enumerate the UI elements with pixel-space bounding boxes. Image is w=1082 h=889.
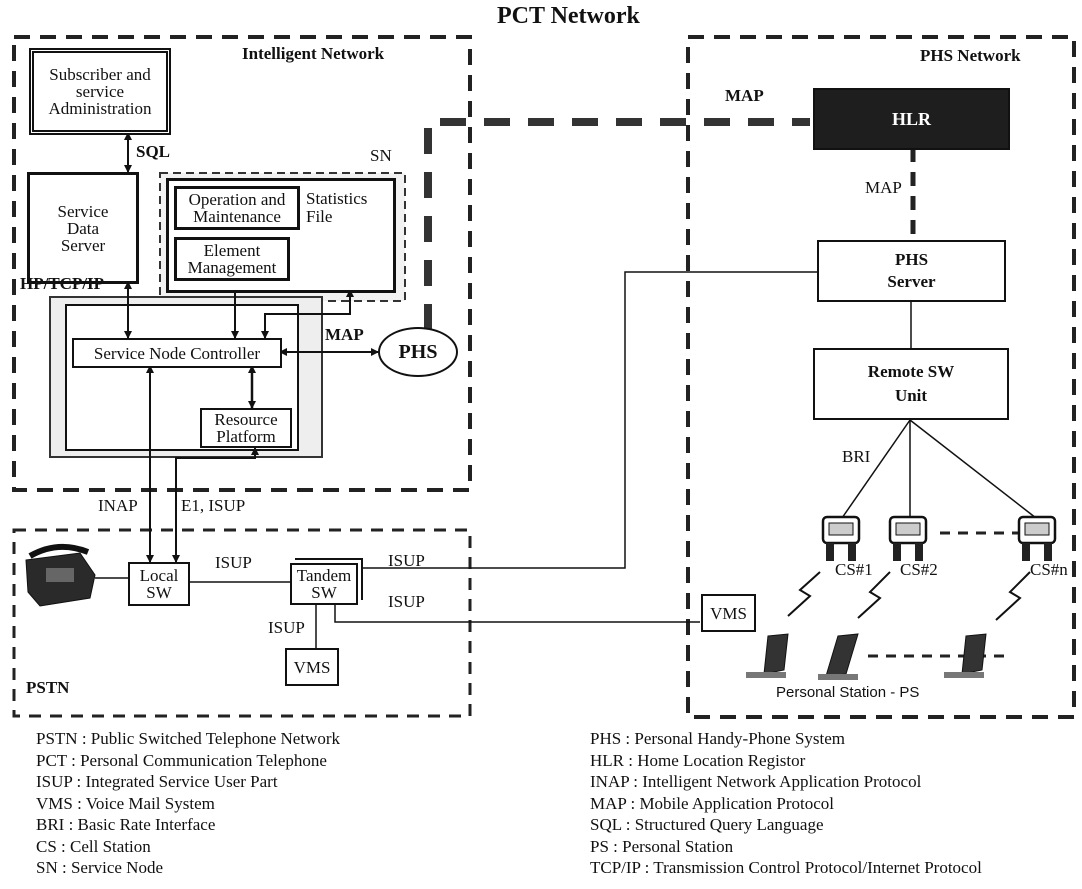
phs-node: PHS <box>378 327 458 377</box>
isup-tandem-down-label: ISUP <box>268 618 305 637</box>
cell-station-icon-n <box>1017 515 1057 561</box>
phs-network-boundary <box>686 35 1076 719</box>
cs1-label: CS#1 <box>835 560 873 579</box>
tandem-sw-box: Tandem SW <box>290 563 358 605</box>
legend-item: PHS : Personal Handy-Phone System <box>590 729 845 748</box>
sql-link-label: SQL <box>136 142 171 161</box>
isup-tandem-vms-label: ISUP <box>388 592 425 611</box>
element-management-box: Element Management <box>174 237 290 281</box>
legend-item: CS : Cell Station <box>36 836 151 856</box>
operation-maintenance-box: Operation and Maintenance <box>174 186 300 230</box>
csn-label: CS#n <box>1030 560 1068 579</box>
legend-item: VMS : Voice Mail System <box>36 793 215 813</box>
handset-icon-n <box>944 633 987 678</box>
phs-network-label: PHS Network <box>920 46 1021 65</box>
legend-item: HLR : Home Location Registor <box>590 750 806 770</box>
vms-phs-box: VMS <box>701 594 756 632</box>
legend-item: MAP : Mobile Application Protocol <box>590 793 834 813</box>
local-sw-box: Local SW <box>128 562 190 606</box>
hp-tcp-ip-link-label: HP/TCP/IP <box>20 274 105 293</box>
pstn-boundary <box>12 528 472 718</box>
cell-station-icon-1 <box>821 515 861 561</box>
legend-item: PSTN : Public Switched Telephone Network <box>36 729 340 748</box>
legend-item: ISUP : Integrated Service User Part <box>36 772 278 791</box>
intelligent-network-boundary <box>12 35 472 492</box>
handset-icon-1 <box>746 633 789 678</box>
cell-station-icon-2 <box>888 515 928 561</box>
legend-item: PCT : Personal Communication Telephone <box>36 750 327 770</box>
inap-link-label: INAP <box>98 496 138 515</box>
legend-item: PS : Personal Station <box>590 836 734 856</box>
map-phs-label: MAP <box>325 325 364 344</box>
legend-right: PHS : Personal Handy-Phone System HLR : … <box>590 728 982 879</box>
map-hlr-label: MAP <box>865 178 902 197</box>
sn-label: SN <box>370 146 392 165</box>
subscriber-admin-box: Subscriber and service Administration <box>29 48 171 135</box>
phs-server-box: PHS Server <box>817 240 1006 302</box>
resource-platform-box: Resource Platform <box>200 408 292 448</box>
legend-item: SQL : Structured Query Language <box>590 815 824 834</box>
legend-item: SN : Service Node <box>36 858 164 877</box>
legend-item: INAP : Intelligent Network Application P… <box>590 772 922 791</box>
isup-local-tandem-label: ISUP <box>215 553 252 572</box>
isup-tandem-phs-label: ISUP <box>388 551 425 570</box>
cs2-label: CS#2 <box>900 560 938 579</box>
personal-station-label: Personal Station - PS <box>776 684 920 701</box>
hlr-box: HLR <box>813 88 1010 150</box>
legend-item: TCP/IP : Transmission Control Protocol/I… <box>590 858 982 877</box>
remote-sw-unit-box: Remote SW Unit <box>813 348 1009 420</box>
handset-icon-2 <box>818 633 859 680</box>
legend-left: PSTN : Public Switched Telephone Network… <box>36 728 340 879</box>
service-node-controller-box: Service Node Controller <box>72 338 282 368</box>
bri-link-label: BRI <box>842 447 871 466</box>
map-trunk-line <box>424 118 810 330</box>
intelligent-network-label: Intelligent Network <box>242 44 385 63</box>
vms-pstn-box: VMS <box>285 648 339 686</box>
statistics-file-label: Statistics File <box>306 189 368 226</box>
map-trunk-label: MAP <box>725 86 764 105</box>
legend-item: BRI : Basic Rate Interface <box>36 815 216 834</box>
pstn-label: PSTN <box>26 678 70 697</box>
e1-isup-link-label: E1, ISUP <box>181 496 246 515</box>
telephone-icon <box>25 543 96 607</box>
service-data-server-box: Service Data Server <box>27 172 139 284</box>
diagram-title: PCT Network <box>497 3 640 29</box>
